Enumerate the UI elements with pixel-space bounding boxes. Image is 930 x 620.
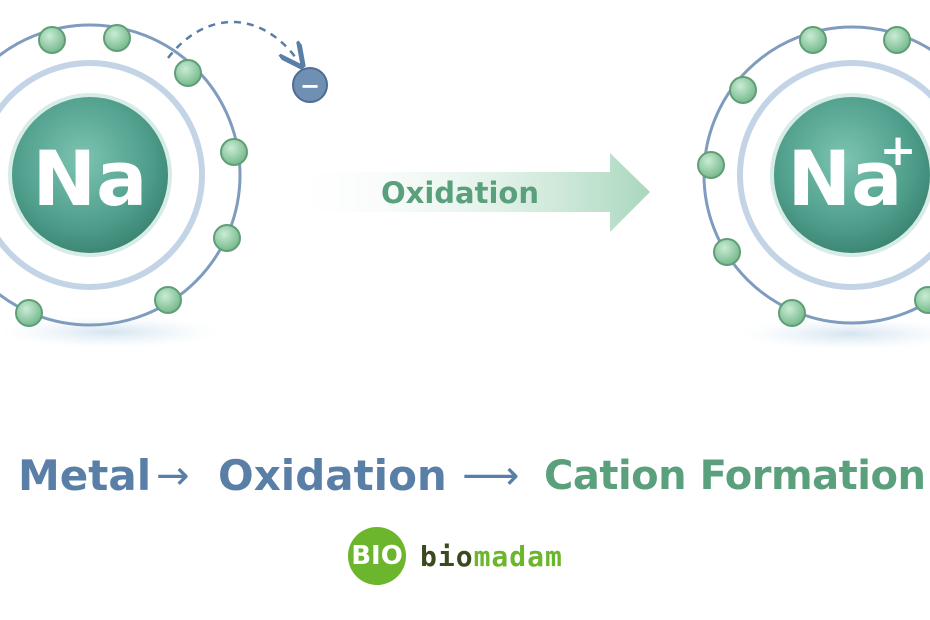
electron: [103, 24, 131, 52]
electron: [213, 224, 241, 252]
electron: [799, 26, 827, 54]
electron: [778, 299, 806, 327]
electron: [15, 299, 43, 327]
electron: [729, 76, 757, 104]
logo-word-bio: bio: [420, 539, 474, 573]
electron: [697, 151, 725, 179]
left-inner-orbit: [0, 60, 205, 290]
lost-electron-circle: [292, 67, 328, 103]
lost-electron: −: [292, 67, 328, 103]
ionization-diagram: Na − Oxidation Na +: [0, 20, 930, 350]
left-electrons: [15, 24, 248, 327]
left-atom-shadow: [0, 316, 220, 348]
right-atom: Na +: [697, 25, 930, 350]
electron: [220, 138, 248, 166]
electron: [174, 59, 202, 87]
lost-electron-sign: −: [300, 72, 320, 100]
flow-arrow-2: ⟶: [462, 453, 520, 499]
electron: [38, 26, 66, 54]
left-outer-orbit: [0, 23, 242, 327]
flow-step-oxidation: Oxidation: [218, 451, 447, 500]
right-nucleus-charge: +: [880, 125, 917, 176]
logo-wordmark: biomadam: [420, 540, 563, 573]
flow-arrow-1: →: [156, 453, 190, 499]
right-electrons: [697, 26, 930, 327]
logo-word-madam: madam: [473, 539, 563, 573]
flow-step-cation-formation: Cation Formation: [544, 453, 926, 499]
right-nucleus: [770, 93, 930, 257]
logo-badge: BIO: [348, 527, 406, 585]
biomadam-logo: BIO biomadam: [348, 526, 563, 586]
right-inner-orbit: [737, 60, 930, 290]
electron: [154, 286, 182, 314]
flow-step-metal: Metal: [18, 451, 152, 500]
oxidation-arrow-shape: [278, 153, 650, 232]
left-nucleus: [8, 93, 172, 257]
electron: [914, 286, 930, 314]
electron-loss-path: [167, 20, 296, 58]
oxidation-arrow: Oxidation: [278, 153, 650, 232]
left-atom: Na: [0, 23, 248, 348]
right-nucleus-symbol: Na: [788, 134, 903, 223]
electron: [713, 238, 741, 266]
left-nucleus-symbol: Na: [33, 134, 148, 223]
electron: [883, 26, 911, 54]
oxidation-arrow-label: Oxidation: [381, 176, 539, 210]
